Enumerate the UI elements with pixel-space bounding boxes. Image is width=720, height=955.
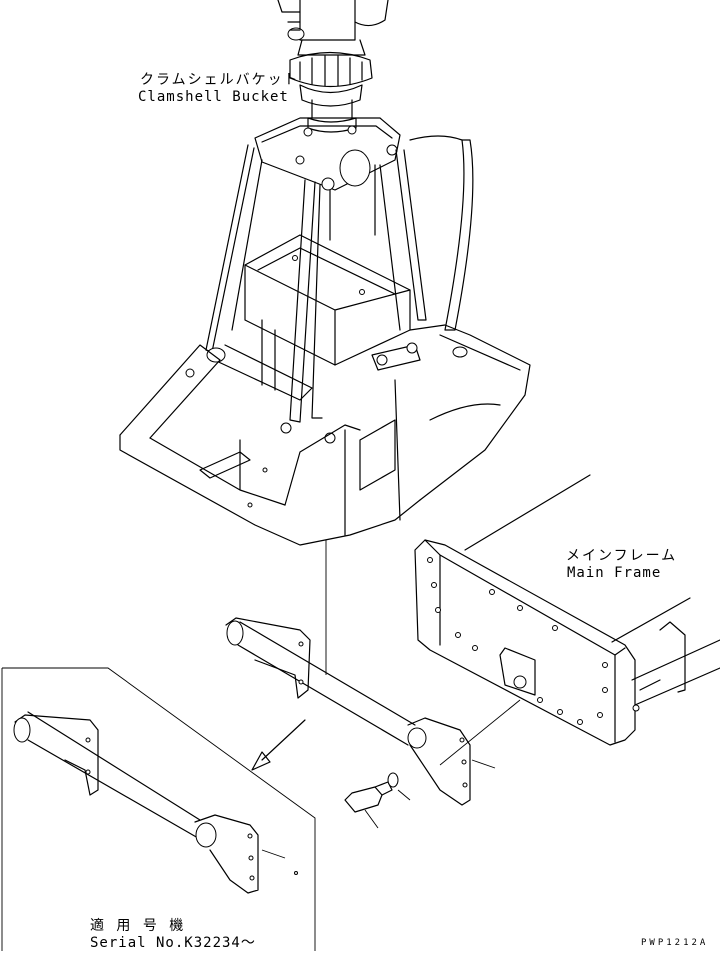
bracket-assembly bbox=[225, 617, 521, 829]
center-mechanism bbox=[185, 234, 421, 444]
bucket-shells bbox=[119, 324, 531, 546]
bucket-top-frame bbox=[254, 117, 401, 241]
serial-label-jp: 適 用 号 機 bbox=[90, 918, 186, 934]
direction-arrow bbox=[251, 719, 306, 771]
serial-inset bbox=[1, 667, 316, 951]
clamshell-label-jp: クラムシェルバケット bbox=[140, 72, 300, 88]
mainframe-label-en: Main Frame bbox=[567, 565, 662, 581]
main-frame bbox=[414, 474, 720, 746]
clamshell-label-en: Clamshell Bucket bbox=[138, 89, 289, 105]
rotator-assembly bbox=[277, 0, 389, 133]
drawing-code: PWP1212A bbox=[641, 938, 709, 948]
serial-label-en: Serial No.K32234～ bbox=[90, 935, 256, 951]
mainframe-label-jp: メインフレーム bbox=[566, 548, 678, 564]
bucket-arms bbox=[205, 135, 474, 423]
